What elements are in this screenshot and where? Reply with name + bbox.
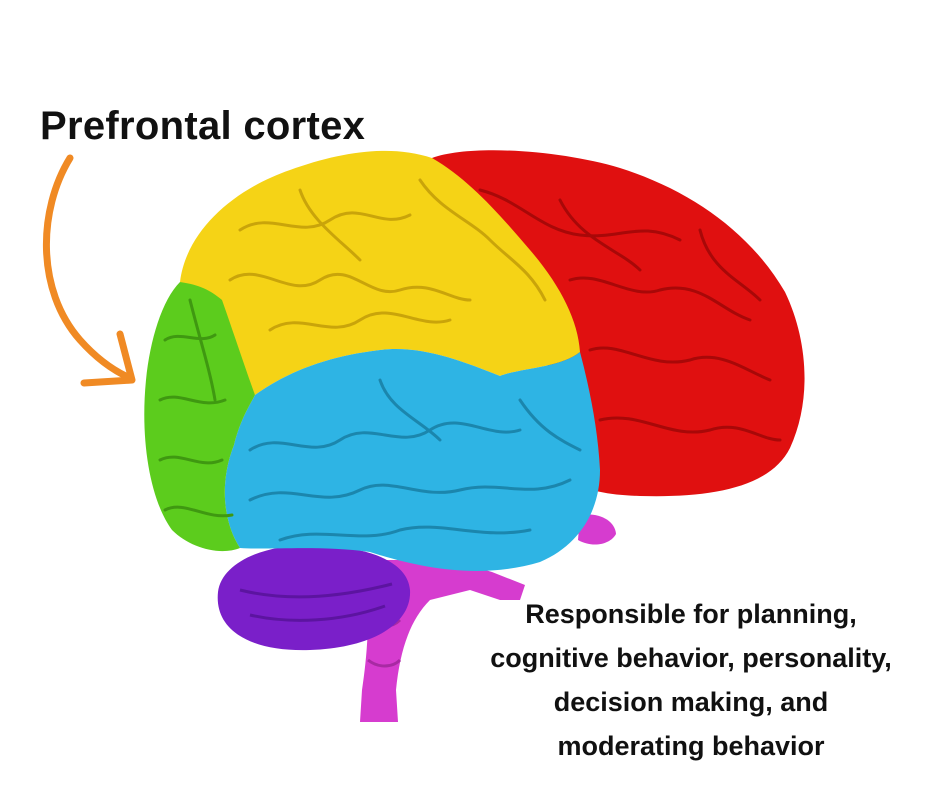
yellow-lobe bbox=[180, 150, 580, 395]
description-line: moderating behavior bbox=[557, 731, 825, 761]
description-line: Responsible for planning, bbox=[525, 599, 857, 629]
description-line: cognitive behavior, personality, bbox=[490, 643, 892, 673]
prefrontal-cortex-label: Prefrontal cortex bbox=[40, 104, 366, 148]
description-line: decision making, and bbox=[553, 687, 829, 717]
blue-lobe bbox=[224, 349, 600, 571]
curved-arrow-icon bbox=[42, 154, 136, 387]
prefrontal-description: Responsible for planning, cognitive beha… bbox=[456, 592, 926, 768]
red-lobe bbox=[430, 150, 805, 497]
prefrontal-lobe bbox=[144, 282, 255, 552]
cerebellum bbox=[217, 544, 411, 651]
